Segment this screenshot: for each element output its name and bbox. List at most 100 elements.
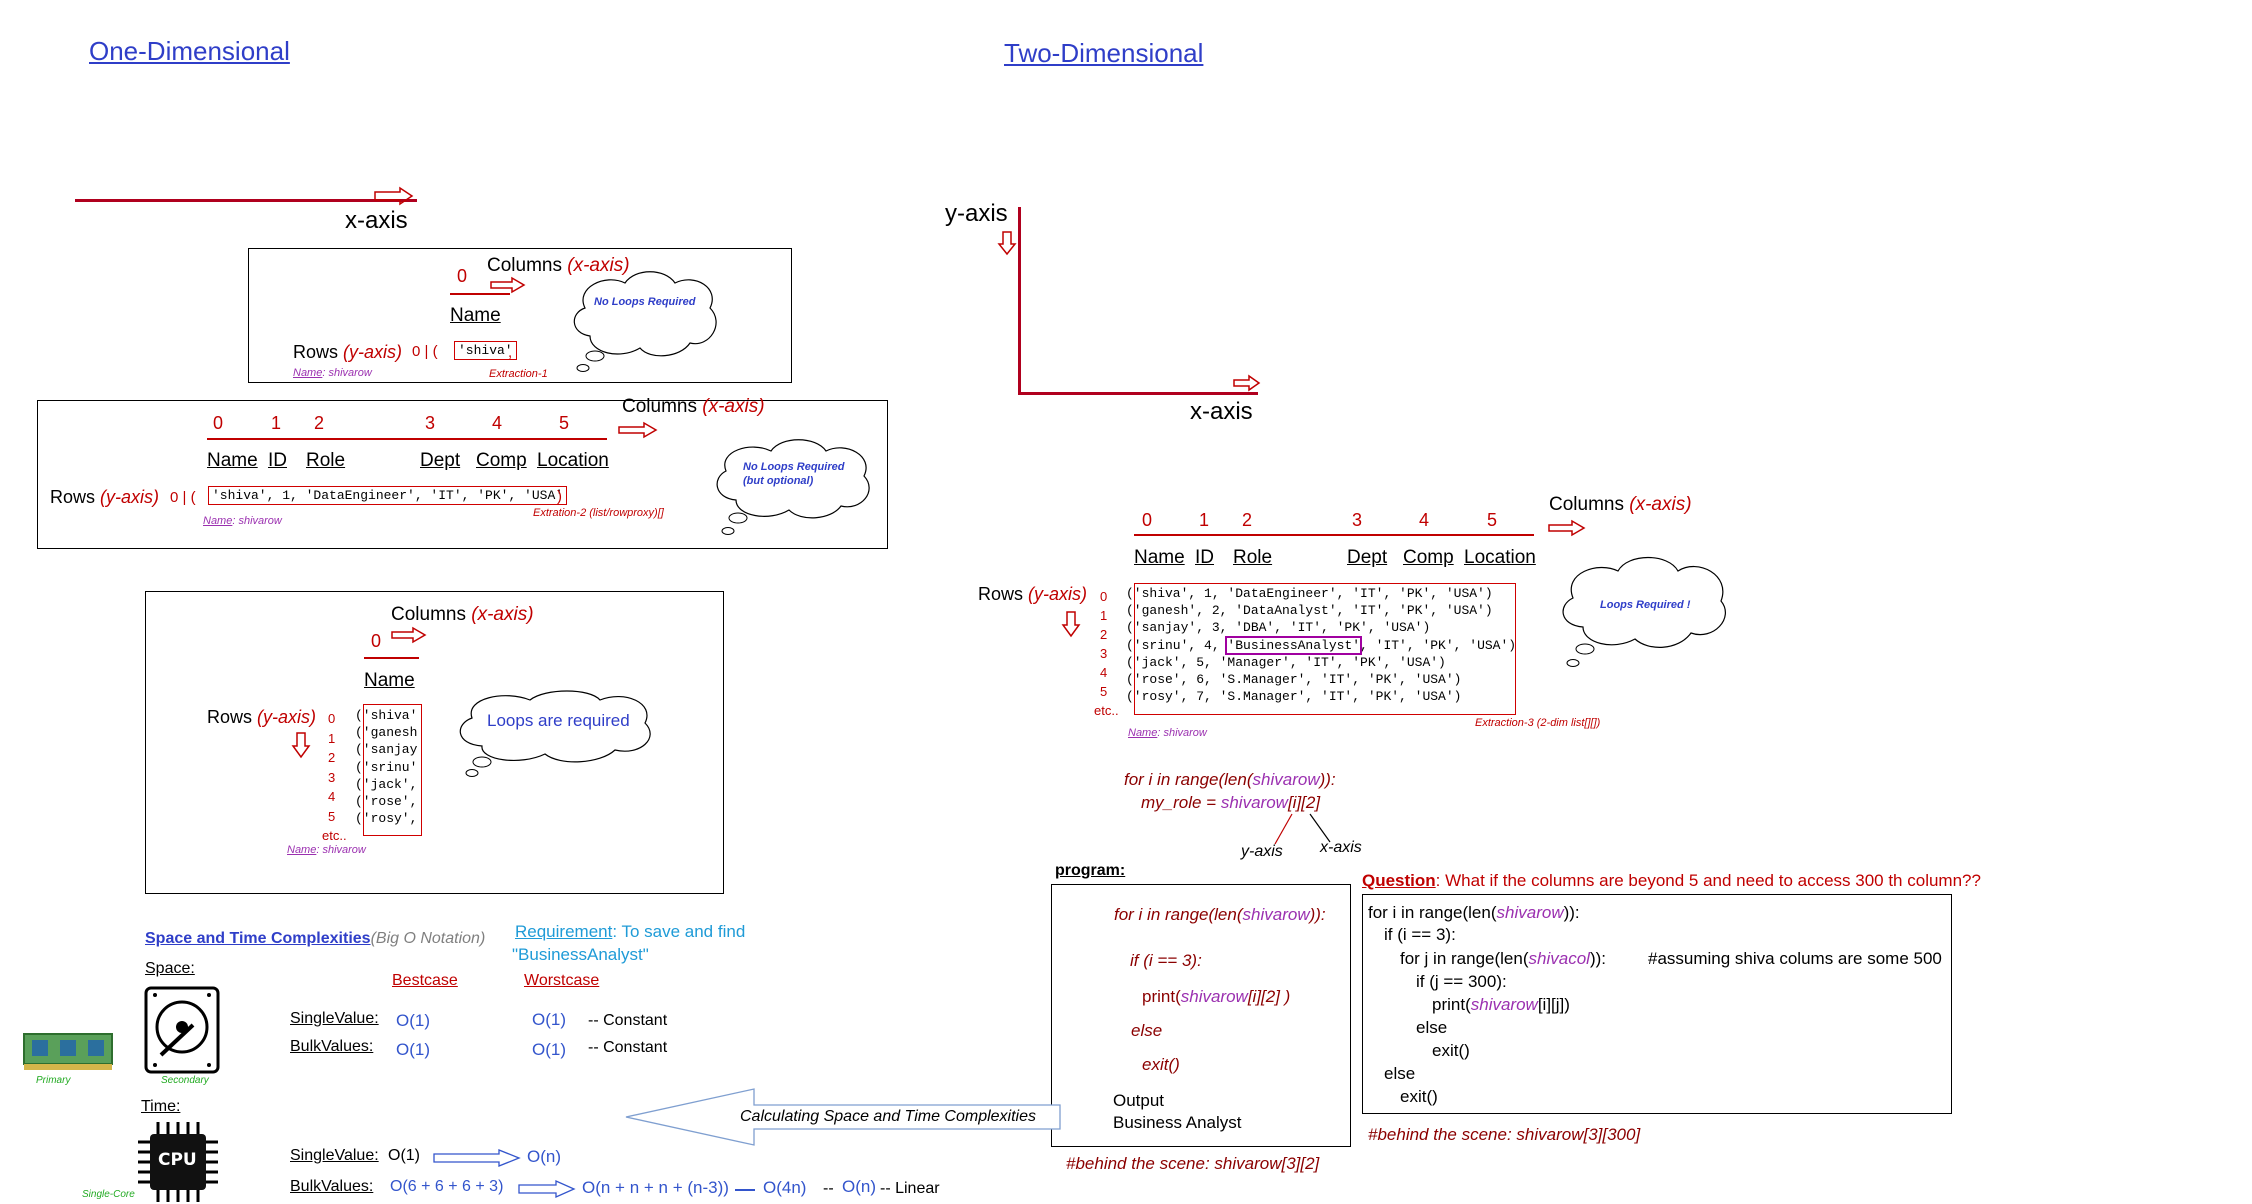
col-index-5: 5: [559, 413, 570, 433]
program-line-2: if (i == 3):: [1130, 951, 1202, 970]
thought-cloud: [1562, 556, 1726, 667]
time-single-label: SingleValue:: [290, 1147, 379, 1164]
col-index-4: 4: [492, 413, 503, 433]
one-dimensional-link[interactable]: One-Dimensional: [89, 36, 290, 66]
col-id: ID: [268, 450, 287, 471]
col-index-0: 0: [457, 266, 468, 286]
cpu-label: CPU: [158, 1150, 197, 1170]
complexity-title: Space and Time Complexities(Big O Notati…: [145, 930, 486, 947]
q-comment: #assuming shiva colums are some 500: [1648, 949, 1942, 968]
space-single-label: SingleValue:: [290, 1010, 379, 1027]
time-single-value: O(1): [388, 1147, 420, 1164]
program-line-4: else: [1131, 1021, 1163, 1040]
name-note: Name: shivarow: [293, 367, 372, 379]
space-single-best: O(1): [396, 1011, 430, 1030]
down-arrow-icon: [1061, 611, 1081, 638]
columns-label: Columns (x-axis): [1549, 494, 1692, 515]
single-core-label: Single-Core: [82, 1189, 135, 1200]
requirement-value: "BusinessAnalyst": [512, 945, 649, 964]
divider: [450, 293, 510, 295]
divider: [364, 657, 419, 659]
space-label: Space:: [145, 960, 195, 977]
rows-label: Rows (y-axis): [978, 584, 1088, 604]
ram-icon: [23, 1033, 113, 1070]
space-single-worst: O(1): [532, 1010, 566, 1029]
row-indices: 0 1 2 3 4 5 etc..: [322, 711, 347, 843]
name-header: Name: [450, 305, 501, 326]
thought-cloud: [573, 271, 717, 372]
col-location: Location: [537, 450, 609, 471]
space-bulk-worst: O(1): [532, 1040, 566, 1059]
col-name: Name: [1134, 547, 1185, 568]
y-axis-label: y-axis: [945, 200, 1008, 227]
worstcase-label: Worstcase: [524, 972, 600, 989]
name-header: Name: [364, 670, 415, 691]
right-arrow-icon: [433, 1149, 521, 1167]
space-bulk-best: O(1): [396, 1040, 430, 1059]
right-arrow-icon: [374, 186, 414, 206]
divider: [1134, 534, 1534, 536]
right-arrow-icon: [490, 276, 526, 294]
extraction-2-label: Extration-2 (list/rowproxy)[]: [533, 507, 664, 519]
extraction-1-label: Extraction-1: [489, 368, 548, 380]
y-axis-line: [1018, 207, 1021, 395]
space-single-constant: -- Constant: [588, 1012, 668, 1029]
down-arrow-icon: [291, 732, 311, 759]
right-arrow-icon: [618, 421, 658, 439]
col-index-0: 0: [371, 631, 382, 651]
space-bulk-constant: -- Constant: [588, 1039, 668, 1056]
q-line-7: exit(): [1432, 1041, 1470, 1060]
thought-cloud: [459, 690, 651, 777]
hard-disk-icon: [144, 986, 220, 1074]
col-index-4: 4: [1419, 510, 1430, 530]
right-arrow-icon: [1548, 519, 1586, 537]
time-bulk-value: O(6 + 6 + 6 + 3): [390, 1178, 504, 1195]
col-role: Role: [1233, 547, 1273, 568]
col-index-2: 2: [314, 413, 325, 433]
col-index-1: 1: [271, 413, 282, 433]
y-axis-pointer-label: y-axis: [1241, 843, 1283, 860]
cloud-text: No Loops Required(but optional): [743, 461, 845, 487]
q-line-9: exit(): [1400, 1087, 1438, 1106]
x-axis-label: x-axis: [345, 207, 408, 234]
output-label: Output: [1113, 1091, 1165, 1110]
extraction-2-box: [37, 400, 888, 549]
col-dept: Dept: [1347, 547, 1388, 568]
space-bulk-label: BulkValues:: [290, 1038, 374, 1055]
trail: ,: [508, 344, 513, 361]
columns-label: Columns (x-axis): [622, 396, 765, 417]
requirement-text: Requirement: To save and find: [515, 922, 746, 941]
rows-label: Rows (y-axis): [50, 487, 160, 507]
time-bulk-result-1: O(n + n + n + (n-3)): [582, 1178, 729, 1197]
value-row: 'shiva', 1, 'DataEngineer', 'IT', 'PK', …: [208, 486, 568, 505]
q-line-6: else: [1416, 1018, 1448, 1037]
calc-arrow-text: Calculating Space and Time Complexities: [740, 1108, 1036, 1125]
values-frame: [1134, 583, 1516, 715]
cloud-text: No Loops Required: [594, 296, 696, 308]
dash: --: [823, 1180, 834, 1197]
secondary-label: Secondary: [161, 1075, 209, 1086]
program-box: [1051, 884, 1351, 1147]
loop-line-1: for i in range(len(shivarow)):: [1124, 770, 1336, 789]
col-index-3: 3: [425, 413, 436, 433]
rows-label: Rows (y-axis): [207, 707, 317, 727]
col-index-2: 2: [1242, 510, 1253, 530]
time-bulk-result-3: O(n): [842, 1177, 876, 1196]
row-values: ('shiva', 1, 'DataEngineer', 'IT', 'PK',…: [1126, 586, 1517, 705]
row-prefix: 0 | (: [412, 343, 438, 360]
two-dimensional-link[interactable]: Two-Dimensional: [1004, 38, 1204, 68]
name-note: Name: shivarow: [287, 844, 366, 856]
right-arrow-icon: [391, 626, 427, 644]
cloud-text: Loops Required !: [1600, 599, 1691, 611]
q-line-1: for i in range(len(shivarow)):: [1368, 903, 1580, 922]
row-prefix: 0 | (: [170, 489, 196, 506]
col-index-0: 0: [1142, 510, 1153, 530]
question-behind: #behind the scene: shivarow[3][300]: [1368, 1125, 1641, 1144]
columns-label: Columns (x-axis): [391, 604, 534, 625]
value-shiva: 'shiva': [454, 341, 517, 360]
loop-box: [145, 591, 724, 894]
connector: [735, 1189, 755, 1191]
col-dept: Dept: [420, 450, 461, 471]
loop-line-2: my_role = shivarow[i][2]: [1141, 793, 1321, 812]
name-note: Name: shivarow: [1128, 727, 1207, 739]
